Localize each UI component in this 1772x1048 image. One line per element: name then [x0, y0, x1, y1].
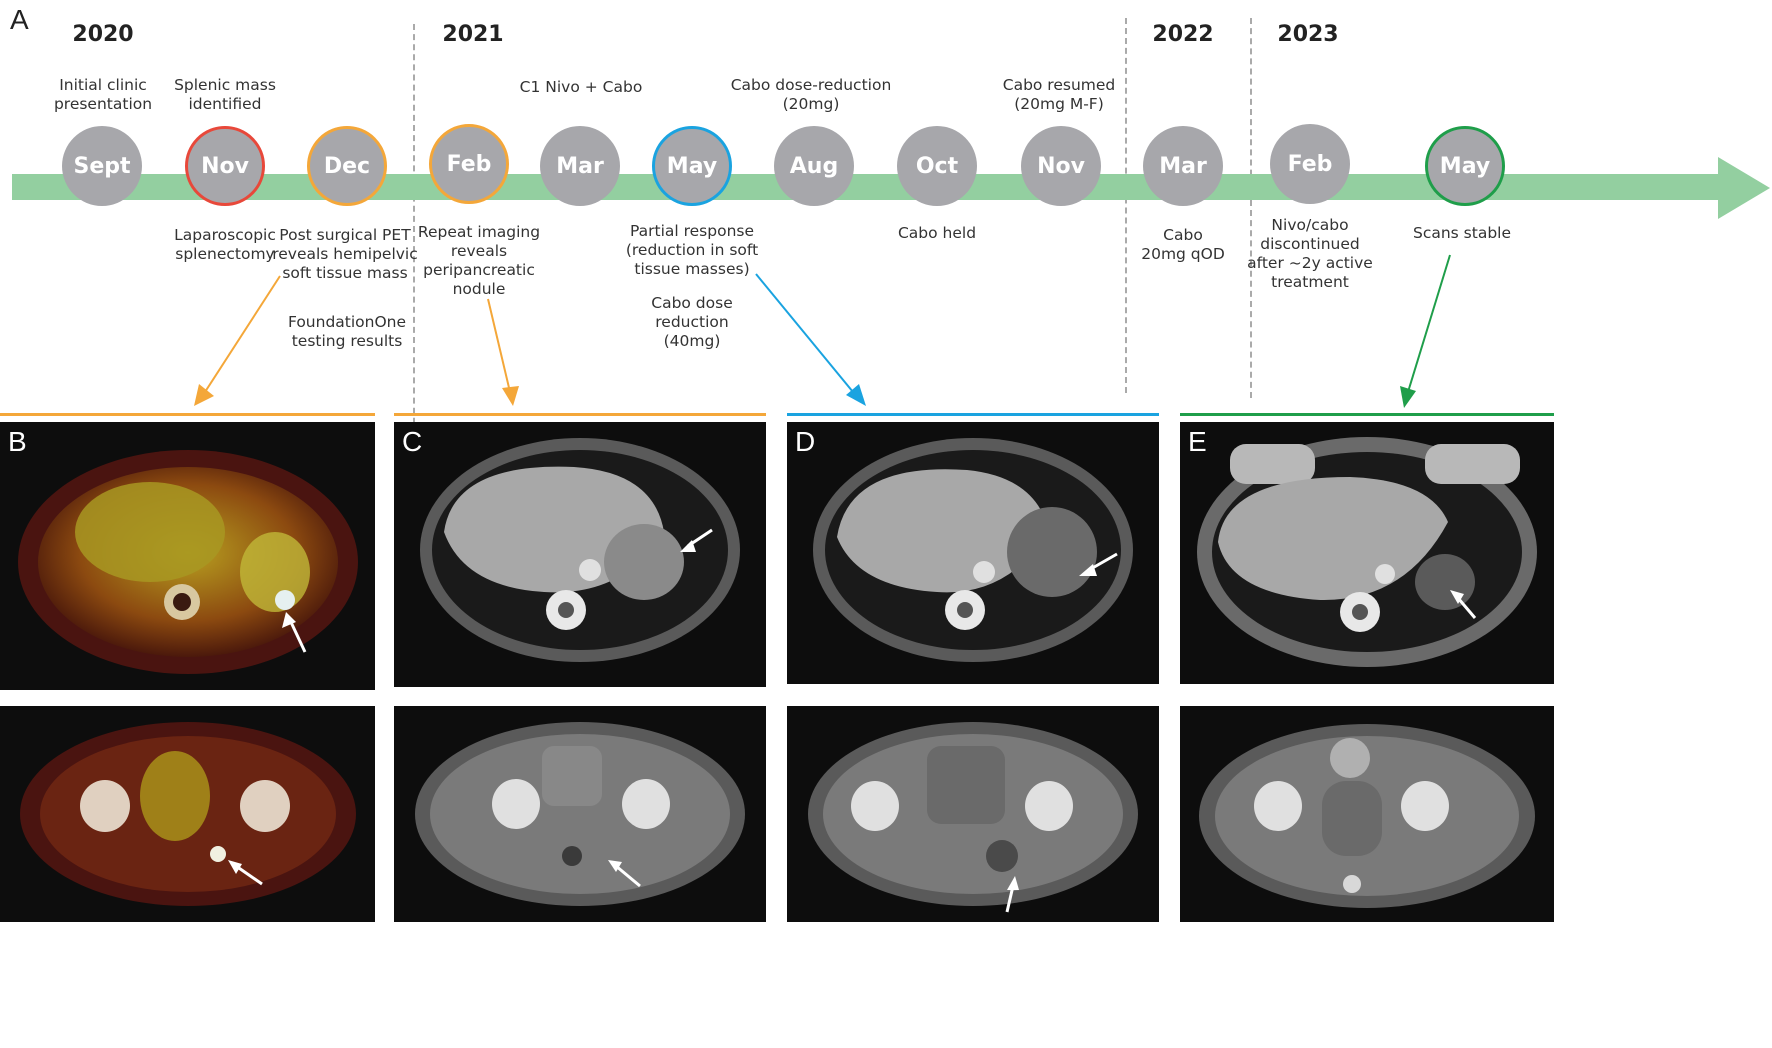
year-2020-label: 2020	[72, 22, 134, 47]
note-initial-presentation: Initial clinic presentation	[53, 76, 153, 113]
arrow-to-panel-d	[755, 273, 854, 393]
panel-b-pet-abdomen-image: B	[0, 422, 375, 690]
arrow-to-panel-b	[204, 275, 281, 393]
node-feb-2023: Feb	[1270, 124, 1350, 204]
year-2022-label: 2022	[1152, 22, 1214, 47]
node-may-2021: May	[652, 126, 732, 206]
arrowhead-panel-d	[846, 384, 866, 406]
panel-c-label: C	[402, 426, 423, 457]
panel-e-label: E	[1188, 426, 1207, 457]
node-mar-2021: Mar	[540, 126, 620, 206]
arrowhead-panel-c	[502, 386, 519, 406]
timeline-arrowhead	[1718, 157, 1770, 219]
arrow-to-panel-e	[1407, 254, 1451, 393]
arrow-to-panel-c	[487, 298, 511, 393]
rule-panel-e	[1180, 413, 1554, 416]
note-foundationone: FoundationOne testing results	[287, 313, 407, 350]
rule-panel-c	[394, 413, 766, 416]
node-dec-2020: Dec	[307, 126, 387, 206]
panel-c-ct-abdomen-image: C	[394, 422, 766, 687]
node-oct-2021: Oct	[897, 126, 977, 206]
panel-d-ct-pelvis-image	[787, 706, 1159, 922]
note-c1-nivo-cabo: C1 Nivo + Cabo	[519, 78, 643, 96]
note-laparoscopic-splenectomy: Laparoscopic splenectomy	[174, 226, 276, 263]
note-cabo-held: Cabo held	[897, 224, 977, 242]
node-mar-2022: Mar	[1143, 126, 1223, 206]
panel-d-ct-abdomen-image: D	[787, 422, 1159, 684]
panel-b-label: B	[8, 426, 27, 457]
panel-b-pet-pelvis-image	[0, 706, 375, 922]
note-splenic-mass: Splenic mass identified	[174, 76, 276, 113]
node-nov-2021: Nov	[1021, 126, 1101, 206]
note-repeat-imaging: Repeat imaging reveals peripancreatic no…	[417, 223, 541, 298]
note-post-surgical-pet: Post surgical PET reveals hemipelvic sof…	[272, 226, 418, 282]
year-2021-label: 2021	[442, 22, 504, 47]
panel-e-ct-pelvis-image	[1180, 706, 1554, 922]
node-may-2023: May	[1425, 126, 1505, 206]
year-divider-2021	[413, 24, 415, 444]
note-cabo-dose-reduction-20: Cabo dose-reduction (20mg)	[730, 76, 892, 113]
node-feb-2021: Feb	[429, 124, 509, 204]
note-partial-response: Partial response (reduction in soft tiss…	[625, 222, 759, 278]
year-divider-2023	[1250, 18, 1252, 398]
node-sept-2020: Sept	[62, 126, 142, 206]
rule-panel-d	[787, 413, 1159, 416]
note-cabo-resumed: Cabo resumed (20mg M-F)	[1002, 76, 1116, 113]
year-2023-label: 2023	[1277, 22, 1339, 47]
arrowhead-panel-e	[1400, 386, 1416, 408]
arrowhead-panel-b	[194, 384, 214, 406]
note-cabo-qod: Cabo 20mg qOD	[1141, 226, 1225, 263]
rule-panel-b	[0, 413, 375, 416]
panel-a-label: A	[10, 4, 29, 35]
note-cabo-dose-reduction-40: Cabo dose reduction (40mg)	[651, 294, 733, 350]
node-nov-2020: Nov	[185, 126, 265, 206]
note-nivo-cabo-discontinued: Nivo/cabo discontinued after ~2y active …	[1247, 216, 1373, 291]
panel-d-label: D	[795, 426, 816, 457]
node-aug-2021: Aug	[774, 126, 854, 206]
panel-e-ct-abdomen-image: E	[1180, 422, 1554, 684]
panel-c-ct-pelvis-image	[394, 706, 766, 922]
year-divider-2022	[1125, 18, 1127, 393]
note-scans-stable: Scans stable	[1412, 224, 1512, 242]
